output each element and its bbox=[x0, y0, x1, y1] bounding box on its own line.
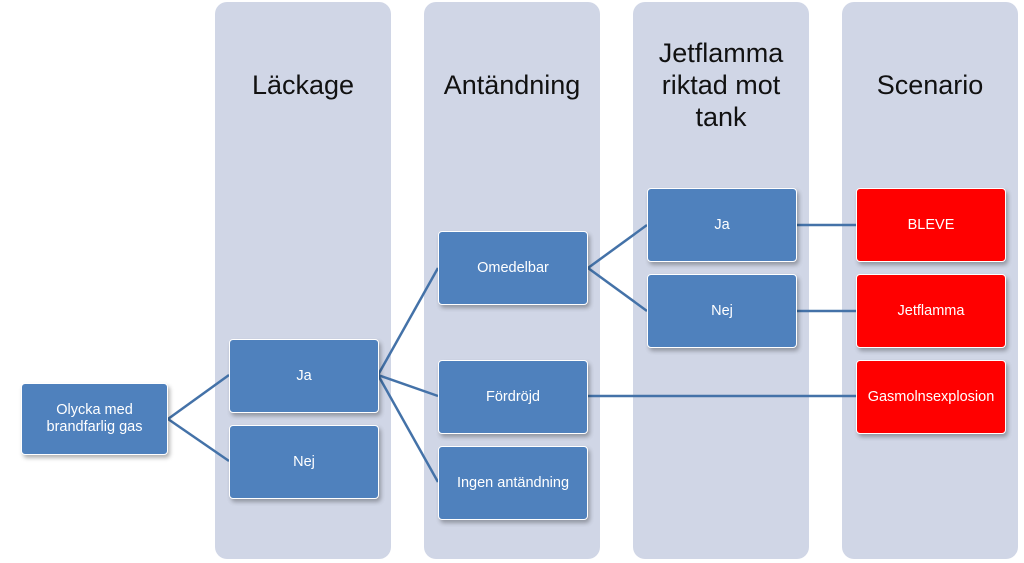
node-scenario-jetflame[interactable]: Jetflamma bbox=[856, 274, 1006, 348]
node-root-line2: brandfarlig gas bbox=[46, 419, 143, 435]
column-title-jetflame: Jetflamma riktad mot tank bbox=[633, 37, 809, 133]
connector-immediate-jet-no bbox=[587, 266, 648, 313]
node-ignition-delayed[interactable]: Fördröjd bbox=[438, 360, 588, 434]
column-title-jetflame-line2: riktad mot bbox=[661, 70, 781, 100]
node-scenario-gascloud-explosion[interactable]: Gasmolnsexplosion bbox=[856, 360, 1006, 434]
connector-immediate-jet-yes bbox=[587, 223, 648, 270]
node-leak-yes[interactable]: Ja bbox=[229, 339, 379, 413]
column-title-ignition: Antändning bbox=[443, 70, 581, 100]
node-leak-no[interactable]: Nej bbox=[229, 425, 379, 499]
node-ignition-none[interactable]: Ingen antändning bbox=[438, 446, 588, 520]
node-scenario-bleve[interactable]: BLEVE bbox=[856, 188, 1006, 262]
node-jetflame-no[interactable]: Nej bbox=[647, 274, 797, 348]
node-root-accident[interactable]: Olycka med brandfarlig gas bbox=[21, 383, 168, 455]
column-title-jetflame-line1: Jetflamma bbox=[658, 38, 784, 68]
node-root-line1: Olycka med bbox=[56, 402, 133, 418]
node-jetflame-yes[interactable]: Ja bbox=[647, 188, 797, 262]
connector-leak-yes-delayed bbox=[377, 373, 439, 398]
connector-root-leak-no bbox=[167, 417, 230, 463]
node-ignition-immediate[interactable]: Omedelbar bbox=[438, 231, 588, 305]
connector-leak-yes-none bbox=[376, 374, 440, 483]
column-title-jetflame-line3: tank bbox=[695, 102, 747, 132]
column-title-leak: Läckage bbox=[251, 70, 355, 100]
connector-leak-yes-immediate bbox=[376, 267, 440, 376]
column-title-scenario: Scenario bbox=[876, 70, 984, 100]
connector-root-leak-yes bbox=[167, 373, 230, 421]
